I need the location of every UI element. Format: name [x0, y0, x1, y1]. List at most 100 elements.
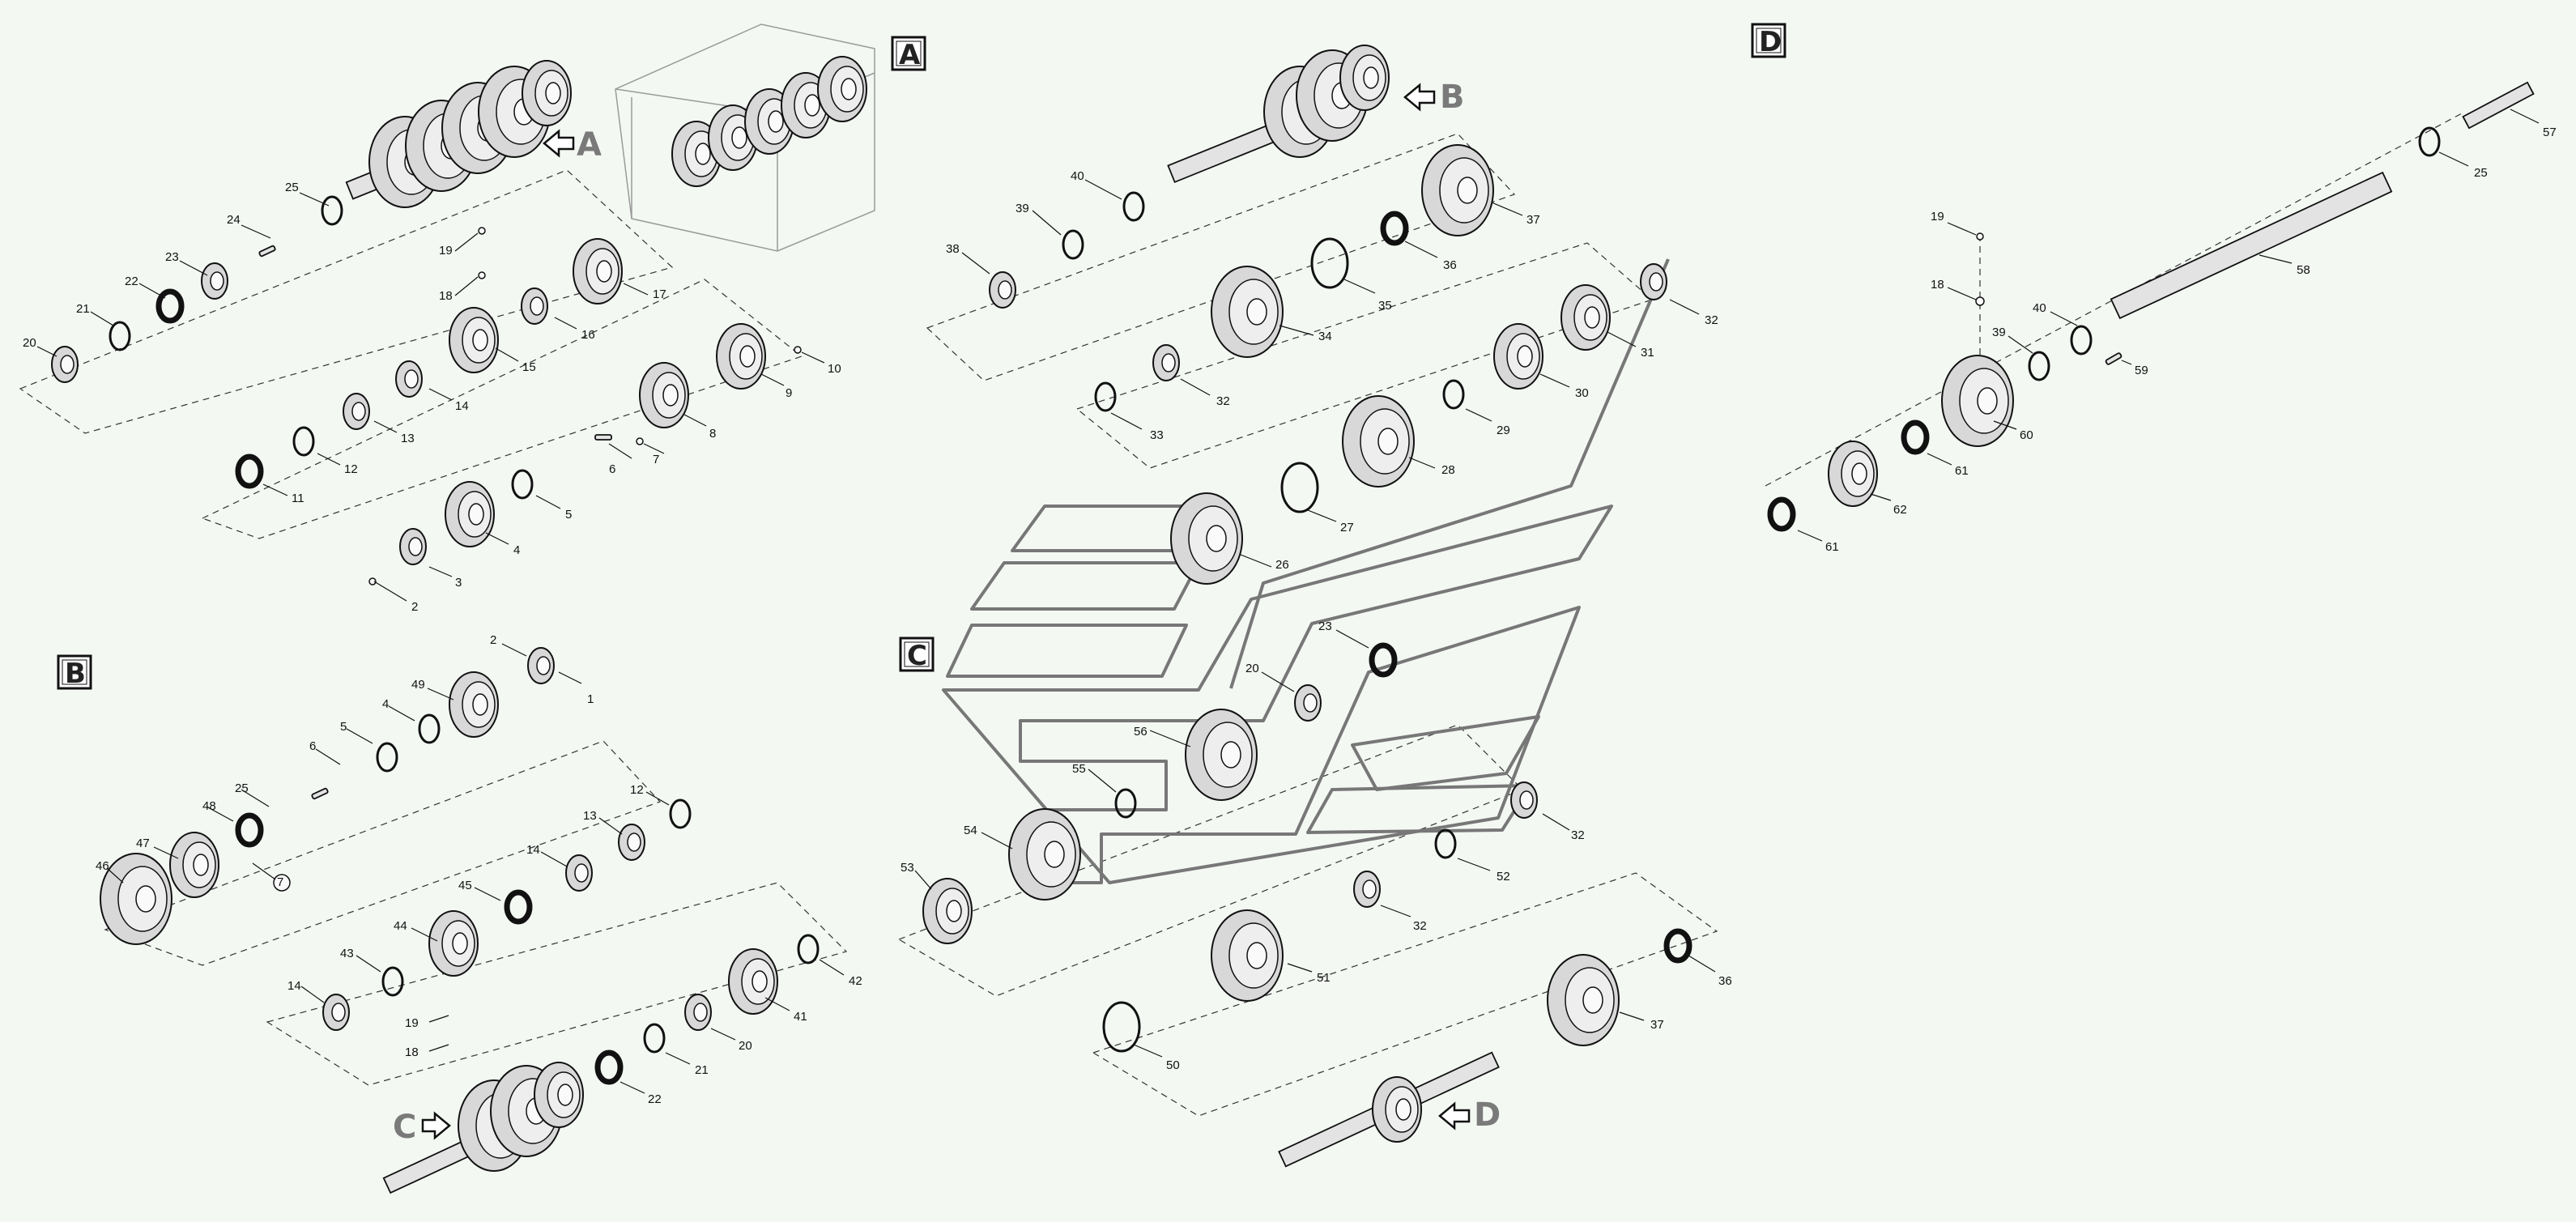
callout-number: 59: [2135, 364, 2148, 377]
callout-number: 15: [522, 360, 536, 374]
callout-number: 46: [96, 859, 109, 873]
callout-number: 4: [382, 697, 389, 711]
assembly-a-shaft: [345, 60, 572, 208]
callout-number: 36: [1718, 974, 1732, 988]
section-label-c: C: [899, 637, 935, 672]
arrow-label-b: B: [1440, 79, 1465, 116]
callout-number: 7: [653, 453, 659, 466]
callout-number: 44: [394, 919, 407, 933]
callouts-a: 25 24 23 22 21 20 19 18 17 16 15 14 13 1…: [23, 181, 841, 614]
callout-number: 50: [1166, 1058, 1180, 1072]
callout-number: 18: [439, 289, 453, 303]
callout-number: 32: [1216, 394, 1230, 408]
callout-number: 60: [2020, 428, 2033, 442]
svg-text:C: C: [907, 640, 927, 672]
callout-number: 21: [76, 302, 90, 316]
callout-number: 6: [609, 462, 615, 476]
callout-number: 24: [227, 213, 241, 227]
callout-number: 30: [1575, 386, 1589, 400]
callout-number: 18: [405, 1045, 419, 1059]
callout-number: 19: [405, 1016, 419, 1030]
callout-number: 7: [277, 875, 283, 889]
arrow-label-a: A: [577, 126, 602, 164]
callout-number: 23: [165, 250, 179, 264]
path-outline-5: [1351, 715, 1540, 791]
callout-number: 14: [287, 979, 301, 993]
callouts-d: 19 18 40 39 57 25 58 59 60 61 62 61: [1797, 109, 2557, 554]
path-outline-3: [946, 624, 1188, 678]
callout-number: 5: [340, 720, 347, 734]
gearbox-housing-sketch: [615, 23, 875, 252]
callout-number: 47: [136, 837, 150, 850]
callout-number: 56: [1134, 725, 1147, 739]
path-outline-4: [942, 505, 1613, 884]
callout-number: 12: [630, 783, 644, 797]
callout-number: 53: [901, 861, 914, 875]
callout-number: 61: [1825, 540, 1839, 554]
arrow-pointer-c: C: [393, 1109, 451, 1146]
arrow-pointer-a: A: [543, 126, 602, 164]
section-c-group: C B: [897, 45, 1718, 1168]
section-b-group: B C: [57, 647, 848, 1194]
callout-number: 48: [202, 799, 216, 813]
section-label-b: B: [57, 654, 92, 690]
callout-number: 32: [1705, 313, 1718, 327]
callout-number: 29: [1497, 424, 1510, 437]
callouts-c2: 23 20 56 55 54 53 32 52 32 51 50 36 37: [901, 620, 1732, 1072]
callout-number: 4: [513, 543, 520, 557]
dashed-frame-b1: [104, 740, 662, 966]
callout-number: 20: [1245, 662, 1259, 675]
callout-number: 38: [946, 242, 960, 256]
callout-number: 13: [583, 809, 597, 823]
callout-number: 20: [739, 1039, 752, 1053]
callout-number: 61: [1955, 464, 1969, 478]
dashed-frame-c1: [926, 133, 1516, 381]
callout-number: 13: [401, 432, 415, 445]
svg-text:D: D: [1759, 26, 1782, 58]
callout-number: 39: [1992, 326, 2006, 339]
callout-circle-7: [273, 874, 291, 892]
callout-number: 26: [1275, 558, 1289, 572]
callout-number: 19: [439, 244, 453, 258]
dashed-frame-c4: [1092, 872, 1718, 1117]
assembly-b-shaft: [1167, 45, 1390, 184]
callout-number: 6: [309, 739, 316, 753]
callout-number: 12: [344, 462, 358, 476]
small-shaft-d: [2462, 81, 2535, 130]
callouts-c1: 40 39 38 37 36 35 34 32 33 32 31 30 29 2…: [946, 169, 1718, 572]
callout-number: 27: [1340, 521, 1354, 534]
arrow-pointer-b: B: [1403, 79, 1465, 116]
callout-number: 55: [1072, 762, 1086, 776]
callout-number: 57: [2543, 126, 2557, 139]
callout-number: 37: [1650, 1018, 1664, 1032]
callout-number: 32: [1413, 919, 1427, 933]
section-a-group: A A: [19, 23, 926, 585]
callout-number: 18: [1931, 278, 1944, 292]
callout-number: 52: [1497, 870, 1510, 884]
callout-number: 40: [1071, 169, 1084, 183]
callout-number: 1: [587, 692, 594, 706]
section-label-d: D: [1751, 23, 1786, 58]
callout-number: 25: [2474, 166, 2488, 180]
callout-number: 8: [709, 427, 716, 441]
dashed-frame-c3: [897, 724, 1524, 997]
callout-number: 58: [2297, 263, 2310, 277]
callout-number: 10: [828, 362, 841, 376]
callout-number: 9: [786, 386, 792, 400]
callout-number: 45: [458, 879, 472, 892]
callout-number: 22: [648, 1092, 662, 1106]
callout-number: 5: [565, 508, 572, 522]
callout-number: 36: [1443, 258, 1457, 272]
callout-number: 25: [285, 181, 299, 194]
assembly-c-shaft: [382, 1062, 584, 1194]
dashed-frame-b2: [266, 882, 848, 1086]
callout-number: 17: [653, 287, 666, 301]
arrow-pointer-d: D: [1438, 1096, 1501, 1134]
callout-number: 25: [235, 781, 249, 795]
section-label-a: A: [891, 36, 926, 71]
dashed-frame-a1: [19, 169, 674, 434]
callout-number: 35: [1378, 299, 1392, 313]
callout-number: 22: [125, 275, 138, 288]
dashed-frame-a2: [201, 279, 803, 539]
